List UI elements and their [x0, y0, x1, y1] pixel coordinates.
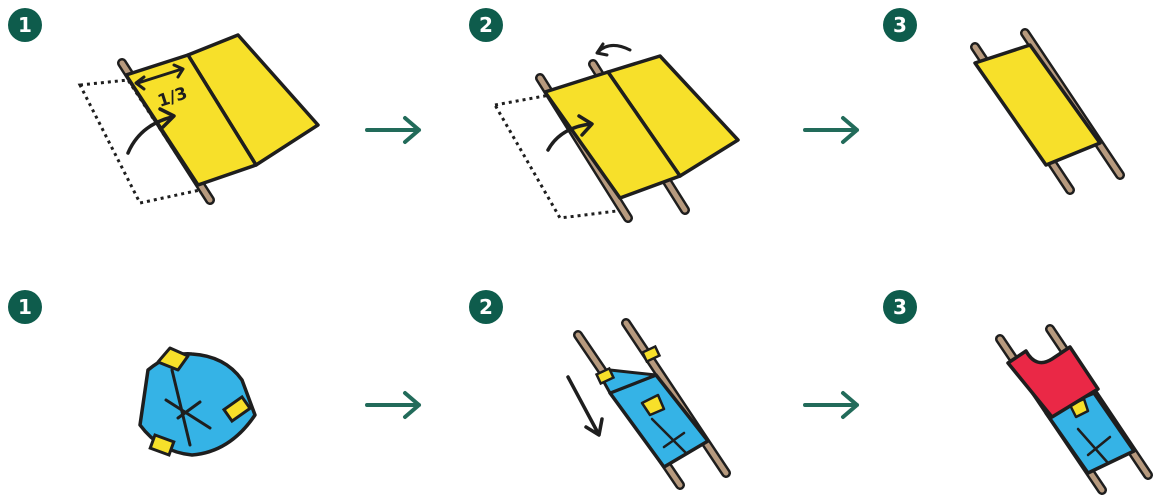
step-number: 2: [479, 13, 493, 37]
step-badge-row1-1: 1: [8, 8, 42, 42]
fold-one-third-illustration: 1/3: [60, 25, 340, 215]
right-arrow-icon: [803, 390, 861, 420]
step-badge-row2-3: 3: [883, 290, 917, 324]
step-badge-row1-3: 3: [883, 8, 917, 42]
step-number: 1: [18, 13, 32, 37]
step-badge-row1-2: 2: [469, 8, 503, 42]
step-number: 2: [479, 295, 493, 319]
fold-second-side-illustration: [490, 40, 760, 230]
right-arrow-icon: [365, 390, 423, 420]
jacket-on-poles-illustration: [560, 315, 740, 495]
step-number: 1: [18, 295, 32, 319]
right-arrow-icon: [803, 115, 861, 145]
right-arrow-icon: [365, 115, 423, 145]
folded-stretcher-illustration: [960, 25, 1140, 200]
step-number: 3: [893, 13, 907, 37]
jacket-and-shirt-stretcher-illustration: [990, 325, 1155, 495]
step-badge-row2-2: 2: [469, 290, 503, 324]
jacket-illustration: [130, 340, 265, 465]
step-badge-row2-1: 1: [8, 290, 42, 324]
step-number: 3: [893, 295, 907, 319]
